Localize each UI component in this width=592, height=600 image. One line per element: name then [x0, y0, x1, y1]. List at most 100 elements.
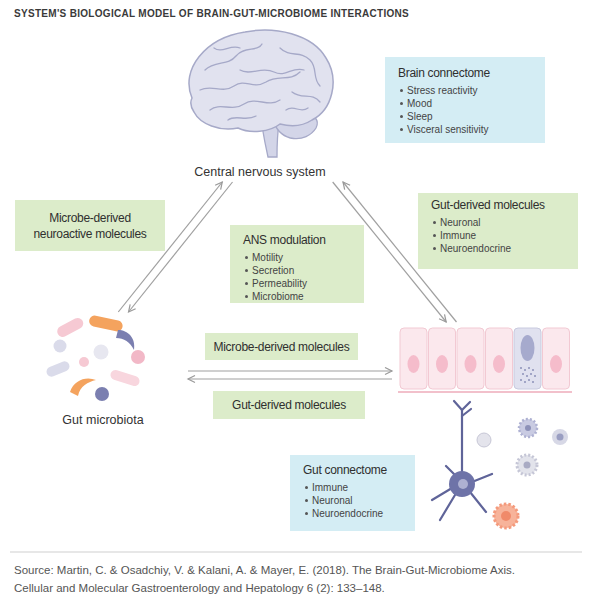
gut-epithelium-illustration [530, 373, 532, 375]
brain-illustration [286, 108, 308, 110]
gut-epithelium-illustration [493, 355, 505, 373]
neuron-illustration [432, 466, 492, 520]
gut-epithelium-illustration [436, 355, 448, 373]
gut-epithelium-illustration [514, 328, 541, 389]
box-heading: Gut connectome [303, 462, 409, 478]
gut-epithelium-illustration [465, 355, 477, 373]
molecule-box: Microbe-derived molecules [205, 333, 358, 360]
bullet-item: Secretion [243, 264, 358, 277]
neuron-illustration [458, 479, 468, 489]
microbiota-node: Gut microbiota [30, 312, 188, 432]
bullet-item: Permeability [243, 277, 358, 290]
box-text: Gut-derived molecules [232, 397, 346, 413]
gut-epithelium-illustration [524, 381, 526, 383]
immune-cell-illustration [519, 419, 537, 437]
bullet-item: Visceral sensitivity [398, 123, 539, 136]
brain-illustration [200, 44, 320, 120]
gut-epithelium-illustration [398, 391, 572, 393]
neuron-illustration [454, 401, 471, 416]
gut-epithelium-illustration [532, 381, 534, 383]
molecule-box: Gut-derived molecules [213, 391, 365, 419]
connectome-box: Brain connectomeStress reactivityMoodSle… [385, 57, 545, 143]
bullet-item: Motility [243, 251, 358, 264]
immune-cell-illustration [517, 455, 537, 475]
microbiota-illustration [45, 315, 145, 401]
brain-illustration [205, 44, 262, 70]
brain-illustration [210, 100, 280, 110]
modulation-box: ANS modulationMotilitySecretionPermeabil… [230, 225, 364, 303]
bullet-item: Neuroendocrine [303, 507, 409, 520]
microbiota-illustration [88, 315, 124, 333]
microbiota-illustration [94, 345, 109, 360]
brain-illustration [240, 69, 304, 74]
microbiota-illustration [45, 360, 71, 378]
brain-illustration [214, 47, 240, 50]
box-heading: Brain connectome [398, 65, 539, 81]
gut-epithelium-illustration [550, 355, 562, 373]
gut-node: Gut connectomeImmuneNeuronalNeuroendocri… [392, 322, 575, 547]
microbiota-illustration [54, 340, 67, 353]
immune-cell-illustration [494, 504, 518, 528]
immune-cell-illustration [525, 425, 531, 431]
brain-illustration [280, 48, 320, 86]
bullet-item: Microbiome [243, 290, 358, 303]
neuron-illustration [432, 401, 492, 520]
gut-epithelium-illustration [543, 328, 570, 389]
brain-illustration [189, 30, 333, 157]
bullet-item: Neuroendocrine [431, 242, 572, 255]
illustration-label: Gut microbiota [62, 412, 143, 428]
bullet-item: Neuronal [303, 494, 409, 507]
box-text: Microbe-derived neuroactive molecules [21, 210, 159, 242]
illustration-label: Central nervous system [194, 164, 325, 180]
molecule-box: Gut-derived moleculesNeuronalImmuneNeuro… [418, 193, 578, 269]
box-heading: ANS modulation [243, 232, 358, 248]
gut-epithelium-illustration [457, 328, 484, 389]
molecule-box: Microbe-derived neuroactive molecules [15, 200, 165, 251]
bullet-item: Mood [398, 97, 539, 110]
brain-illustration [292, 92, 320, 102]
gut-epithelium-illustration [429, 328, 456, 389]
brain-illustration [189, 30, 333, 131]
flow-arrow [188, 378, 392, 379]
gut-epithelium-illustration [486, 328, 513, 389]
bullet-item: Immune [431, 229, 572, 242]
microbiota-illustration [116, 330, 134, 350]
flow-arrow [188, 370, 392, 371]
box-text: Microbe-derived molecules [214, 339, 350, 355]
microbiota-illustration [109, 369, 141, 388]
immune-cell-illustration [557, 434, 564, 441]
microbiota-illustration [131, 350, 145, 364]
immune-cell-illustration [477, 433, 491, 447]
brain-illustration [200, 72, 300, 90]
neuron-illustration [461, 410, 463, 472]
brain-node: Central nervous system [175, 28, 345, 182]
microbiota-illustration [79, 357, 89, 367]
gut-epithelium-illustration [528, 379, 530, 381]
gut-epithelium-illustration [534, 375, 536, 377]
immune-cell-illustration [552, 429, 568, 445]
microbiota-illustration [55, 316, 85, 339]
microbiota-illustration [70, 379, 96, 397]
immune-cell-illustration [477, 419, 568, 528]
bullet-item: Neuronal [431, 216, 572, 229]
connectome-panel: Gut connectomeImmuneNeuronalNeuroendocri… [290, 455, 415, 531]
gut-epithelium-illustration [520, 367, 536, 383]
diagram-title: SYSTEM'S BIOLOGICAL MODEL OF BRAIN-GUT-M… [14, 8, 409, 20]
microbiota-illustration [95, 387, 109, 401]
divider-line [10, 552, 582, 553]
neuron-illustration [449, 471, 475, 497]
box-heading: Gut-derived molecules [431, 197, 572, 213]
immune-cell-illustration [501, 511, 511, 521]
bullet-item: Immune [303, 481, 409, 494]
gut-epithelium-illustration [521, 335, 535, 361]
gut-epithelium-illustration [522, 373, 524, 375]
gut-epithelium-illustration [524, 369, 526, 371]
gut-epithelium-illustration [532, 369, 534, 371]
bullet-item: Stress reactivity [398, 84, 539, 97]
gut-epithelium-illustration [400, 328, 427, 389]
gut-epithelium-illustration [520, 367, 522, 369]
gut-epithelium-illustration [520, 379, 522, 381]
immune-cell-illustration [524, 462, 531, 469]
brain-illustration [228, 116, 256, 120]
